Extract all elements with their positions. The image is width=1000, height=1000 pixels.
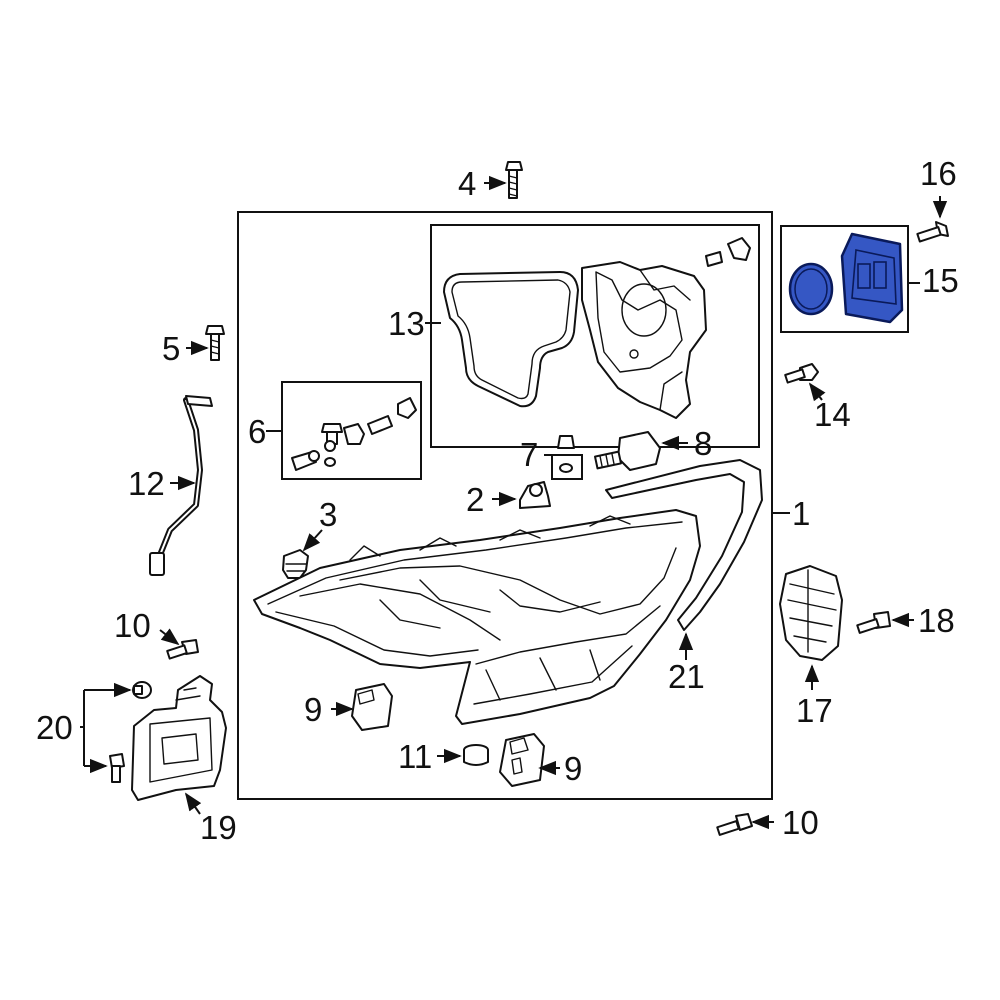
callout-2: 2	[466, 481, 484, 518]
control-module-15-icon	[788, 232, 904, 324]
bolt-4-icon	[505, 161, 523, 199]
bolt-18-icon	[856, 611, 891, 634]
bolt-14-icon	[784, 363, 819, 384]
callout-9b: 9	[564, 750, 582, 787]
callout-10a: 10	[114, 607, 151, 644]
seal-strip-21-icon	[605, 459, 763, 631]
callout-11: 11	[398, 738, 432, 775]
callout-1: 1	[792, 495, 810, 532]
bolt-10a-icon	[166, 639, 199, 660]
bracket-19-icon	[131, 675, 227, 801]
callout-12: 12	[128, 465, 165, 502]
adjuster-set-6-icon	[291, 397, 417, 471]
nut-group-box	[551, 454, 583, 480]
actuator-8-icon	[594, 431, 661, 471]
callout-15: 15	[922, 262, 959, 299]
bolt-10b-icon	[716, 813, 753, 836]
bolt-16-icon	[916, 221, 949, 243]
callout-7: 7	[520, 436, 538, 473]
callout-14: 14	[814, 396, 851, 433]
callout-17: 17	[796, 692, 833, 729]
bolt-5-icon	[205, 325, 225, 361]
housing-13-icon	[443, 237, 751, 419]
leader-14	[808, 382, 826, 402]
connector-9b-icon	[499, 733, 545, 787]
module-17-icon	[779, 565, 843, 661]
leader-19	[184, 792, 202, 815]
housing-group-box	[430, 224, 760, 448]
connector-9a-icon	[351, 683, 393, 731]
callout-19: 19	[200, 809, 237, 846]
leader-3	[302, 529, 323, 552]
grommet-3-icon	[282, 549, 309, 579]
bracket-2-icon	[519, 481, 551, 509]
callout-3: 3	[319, 496, 337, 533]
control-module-box	[780, 225, 909, 333]
bolt-20a-icon	[132, 681, 152, 699]
callout-16: 16	[920, 155, 957, 192]
callout-9a: 9	[304, 691, 322, 728]
callout-20: 20	[36, 709, 73, 746]
headlamp-assembly-box	[237, 211, 773, 800]
callout-6: 6	[248, 413, 266, 450]
callout-21: 21	[668, 658, 705, 695]
headlamp-1-icon	[253, 509, 701, 725]
callout-18: 18	[918, 602, 955, 639]
callout-10b: 10	[782, 804, 819, 841]
bolt-20b-icon	[109, 753, 125, 783]
leader-10a	[159, 628, 180, 646]
callout-5: 5	[162, 330, 180, 367]
callout-13: 13	[388, 305, 425, 342]
callout-4: 4	[458, 165, 476, 202]
sensor-cable-12-icon	[149, 395, 213, 576]
nut-7-icon	[557, 435, 575, 473]
callout-8: 8	[694, 425, 712, 462]
cap-11-icon	[463, 744, 489, 766]
